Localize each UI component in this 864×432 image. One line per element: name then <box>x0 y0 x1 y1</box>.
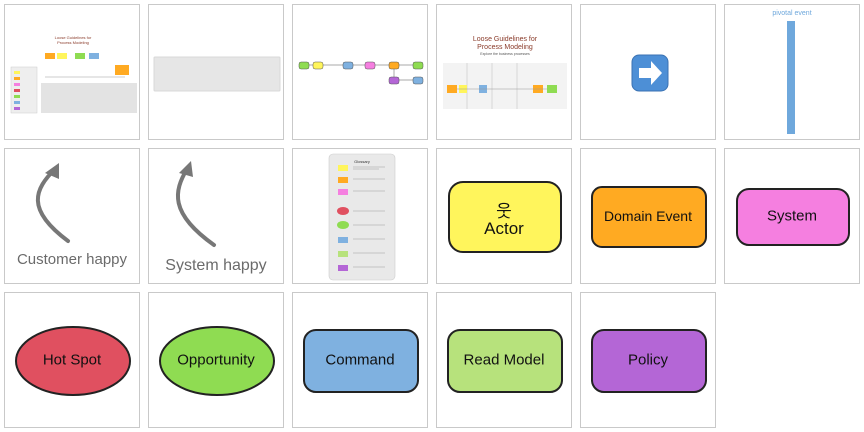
board-title-line1: Loose Guidelines for <box>473 36 538 43</box>
svg-text:Loose Guidelines for: Loose Guidelines for <box>55 35 92 40</box>
actor-label: Actor <box>484 219 524 238</box>
guidelines-board-tile[interactable]: Loose Guidelines for Process Modeling Ex… <box>436 4 572 140</box>
command-label: Command <box>325 351 395 369</box>
system-happy-label: System happy <box>165 257 267 274</box>
read-model-label: Read Model <box>463 351 545 369</box>
domain-event-sticky <box>591 186 707 248</box>
domain-event-tile[interactable]: Domain Event <box>580 148 716 284</box>
read-model-sticky <box>447 329 563 393</box>
system-tile[interactable]: System <box>724 148 860 284</box>
glossary-panel: Glossary <box>328 153 396 281</box>
guidelines-board-diagram: Loose Guidelines for Process Modeling Ex… <box>443 36 567 109</box>
grey-note-tile[interactable] <box>148 4 284 140</box>
read-model-tile[interactable]: Read Model <box>436 292 572 428</box>
process-flow-diagram <box>298 61 424 85</box>
hot-spot-tile[interactable]: Hot Spot <box>4 292 140 428</box>
opportunity-label: Opportunity <box>177 351 255 369</box>
customer-happy-label: Customer happy <box>16 251 128 268</box>
hot-spot-sticky <box>15 326 131 396</box>
glossary-tile[interactable]: Glossary <box>292 148 428 284</box>
arrow-button-tile[interactable] <box>580 4 716 140</box>
system-happy-tile[interactable]: System happy <box>148 148 284 284</box>
glossary-title: Glossary <box>354 159 370 164</box>
svg-text:Process Modeling: Process Modeling <box>57 40 89 45</box>
command-tile[interactable]: Command <box>292 292 428 428</box>
opportunity-tile[interactable]: Opportunity <box>148 292 284 428</box>
template-thumbnail-image: Loose Guidelines for Process Modeling <box>10 35 137 114</box>
template-thumbnail-tile[interactable]: Loose Guidelines for Process Modeling <box>4 4 140 140</box>
domain-event-label: Domain Event <box>604 208 692 224</box>
command-sticky <box>303 329 419 393</box>
customer-happy-tile[interactable]: Customer happy <box>4 148 140 284</box>
arrow-right-icon <box>631 54 669 92</box>
opportunity-sticky <box>159 326 275 396</box>
pivotal-event-label: pivotal event <box>772 10 812 17</box>
curved-arrow-icon <box>35 163 70 243</box>
board-title-line2: Process Modeling <box>477 44 533 51</box>
hot-spot-label: Hot Spot <box>42 351 102 369</box>
actor-person-icon: 웃 <box>496 202 512 221</box>
curved-arrow-icon <box>176 161 216 247</box>
grey-note-shape <box>153 56 281 92</box>
policy-label: Policy <box>627 351 668 369</box>
pivotal-event-bar <box>787 21 795 134</box>
pivotal-event-tile[interactable]: pivotal event <box>724 4 860 140</box>
system-sticky <box>736 188 850 246</box>
process-flow-tile[interactable] <box>292 4 428 140</box>
system-label: System <box>766 207 817 225</box>
actor-tile[interactable]: 웃 Actor <box>436 148 572 284</box>
policy-sticky <box>591 329 707 393</box>
actor-sticky <box>448 181 562 253</box>
board-subtitle: Explore the business processes <box>480 52 530 56</box>
policy-tile[interactable]: Policy <box>580 292 716 428</box>
